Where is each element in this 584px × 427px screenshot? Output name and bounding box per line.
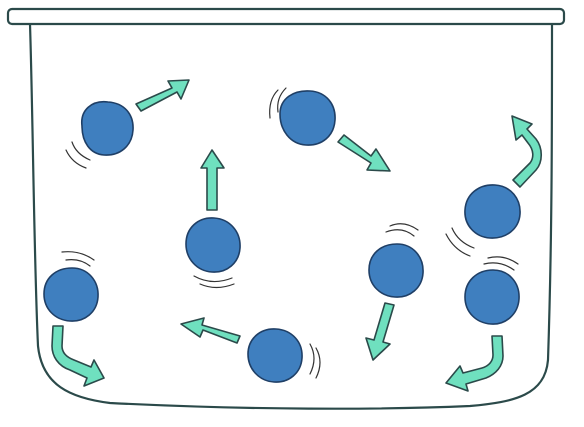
particle — [445, 256, 520, 392]
particle — [445, 115, 543, 257]
particle-circle — [279, 90, 336, 146]
motion-lines — [483, 256, 519, 271]
arrow-down-right — [337, 134, 391, 172]
particle-circle — [464, 269, 520, 325]
particle — [43, 251, 105, 387]
motion-lines — [309, 343, 321, 379]
particle — [180, 317, 321, 383]
arrow-down-curved-left — [445, 335, 504, 392]
arrow-up-right — [135, 79, 190, 112]
motion-lines — [445, 227, 475, 257]
arrow-left — [180, 317, 241, 344]
particle-circle — [464, 184, 521, 239]
motion-lines — [269, 87, 287, 119]
particle — [185, 149, 241, 289]
motion-lines — [193, 275, 235, 289]
particle — [365, 223, 424, 361]
container-body — [28, 23, 554, 410]
particle-circle — [185, 217, 241, 273]
arrow-up-curved — [511, 115, 543, 188]
arrow-up — [200, 149, 225, 211]
particle-circle — [247, 328, 303, 383]
motion-lines — [61, 251, 95, 267]
container — [6, 7, 566, 410]
motion-lines — [65, 141, 91, 169]
particle-circle — [81, 101, 134, 156]
particle — [269, 87, 391, 172]
container-rim — [6, 7, 566, 26]
particle-circle — [368, 243, 424, 298]
arrow-down — [365, 302, 395, 361]
arrow-down-curved-right — [51, 325, 105, 387]
particle — [65, 79, 190, 169]
motion-lines — [385, 223, 419, 237]
particle-circle — [43, 267, 99, 322]
